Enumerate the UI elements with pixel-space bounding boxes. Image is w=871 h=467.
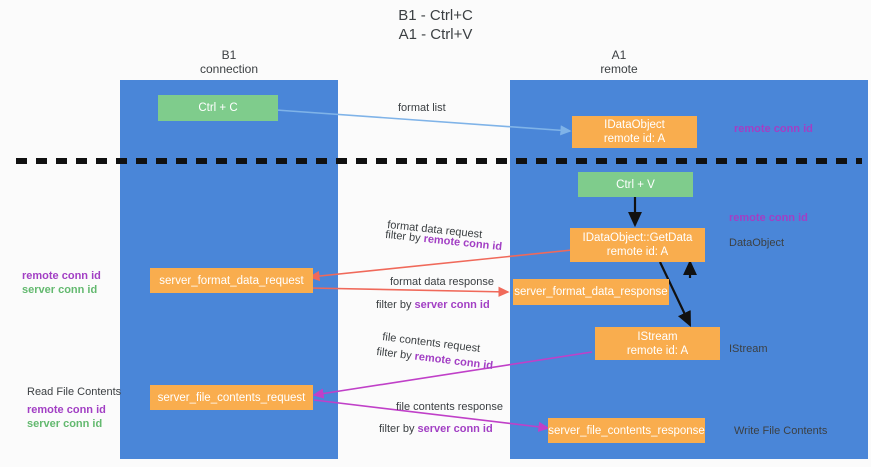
filter-key: remote conn id xyxy=(413,350,494,373)
annotation-right-write-file: Write File Contents xyxy=(734,425,828,437)
filter-prefix: filter by xyxy=(375,345,416,363)
annotation-right-top-conn: remote conn id xyxy=(734,123,813,135)
edge-label-format-list: format list xyxy=(398,102,446,114)
filter-key: remote conn id xyxy=(422,232,503,254)
annotation-right-mid-conn: remote conn id xyxy=(729,212,808,224)
filter-prefix: filter by xyxy=(376,299,415,311)
node-server-format-data-response[interactable]: server_format_data_response xyxy=(513,279,669,305)
edge-label-format-data-response: format data response xyxy=(390,275,494,289)
annotation-left-bot-server-conn: server conn id xyxy=(27,418,103,430)
node-idataobject-getdata[interactable]: IDataObject::GetData remote id: A xyxy=(570,228,705,262)
filter-key: server conn id xyxy=(417,423,493,435)
column-header-b1: B1 connection xyxy=(199,48,259,76)
edge-label-format-data-response-filter: filter by server conn id xyxy=(376,298,490,312)
edge-label-line1: format data response xyxy=(390,276,494,288)
node-ctrl-c[interactable]: Ctrl + C xyxy=(158,95,278,121)
column-header-a1: A1 remote xyxy=(600,48,638,76)
annotation-right-dataobject: DataObject xyxy=(729,237,785,249)
annotation-left-mid-server-conn: server conn id xyxy=(22,284,98,296)
filter-key: server conn id xyxy=(414,299,490,311)
annotation-left-read-file: Read File Contents xyxy=(27,386,122,398)
node-server-format-data-request[interactable]: server_format_data_request xyxy=(150,268,313,293)
node-idataobject[interactable]: IDataObject remote id: A xyxy=(572,116,697,148)
edge-label-file-contents-response-filter: filter by server conn id xyxy=(379,422,493,436)
node-server-file-contents-response[interactable]: server_file_contents_response xyxy=(548,418,705,443)
annotation-right-istream: IStream xyxy=(729,343,768,355)
annotation-left-bot-remote-conn: remote conn id xyxy=(27,404,106,416)
edge-label-file-contents-response: file contents response xyxy=(396,400,503,414)
edge-label-line1: file contents response xyxy=(396,401,504,413)
node-istream[interactable]: IStream remote id: A xyxy=(595,327,720,360)
filter-prefix: filter by xyxy=(379,423,418,435)
node-server-file-contents-request[interactable]: server_file_contents_request xyxy=(150,385,313,410)
annotation-left-mid-remote-conn: remote conn id xyxy=(22,270,101,282)
node-ctrl-v[interactable]: Ctrl + V xyxy=(578,172,693,197)
page-title: B1 - Ctrl+C A1 - Ctrl+V xyxy=(398,7,473,43)
filter-prefix: filter by xyxy=(384,228,425,245)
